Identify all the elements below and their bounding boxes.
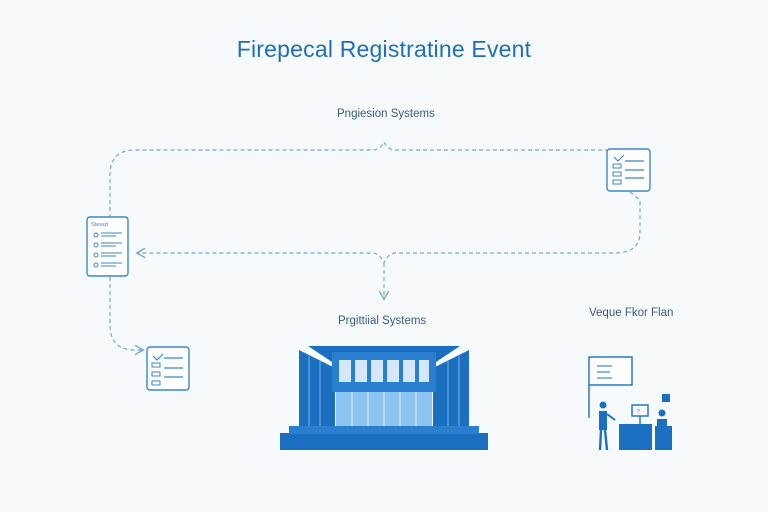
label-venue-floor-plan: Vequе Fkor Flan	[589, 307, 674, 319]
svg-text:?: ?	[637, 409, 640, 415]
label-top-system: Pngiesion Systems	[337, 108, 435, 120]
connector-left-down	[109, 277, 142, 350]
form-card-left: Stessd	[86, 216, 129, 277]
connector-right-return	[138, 191, 641, 265]
diagram-title: Firepecal Registratine Event	[236, 36, 532, 62]
label-mid-system: Prgittiial Systems	[338, 315, 427, 327]
form-header-text: Stessd	[91, 222, 108, 228]
form-card-top-right	[606, 148, 651, 192]
form-card-bottom-left	[146, 346, 190, 391]
venue-floor-plan-scene: ?	[588, 356, 672, 451]
connector-top-loop	[109, 140, 618, 218]
venue-building-icon	[280, 346, 488, 450]
